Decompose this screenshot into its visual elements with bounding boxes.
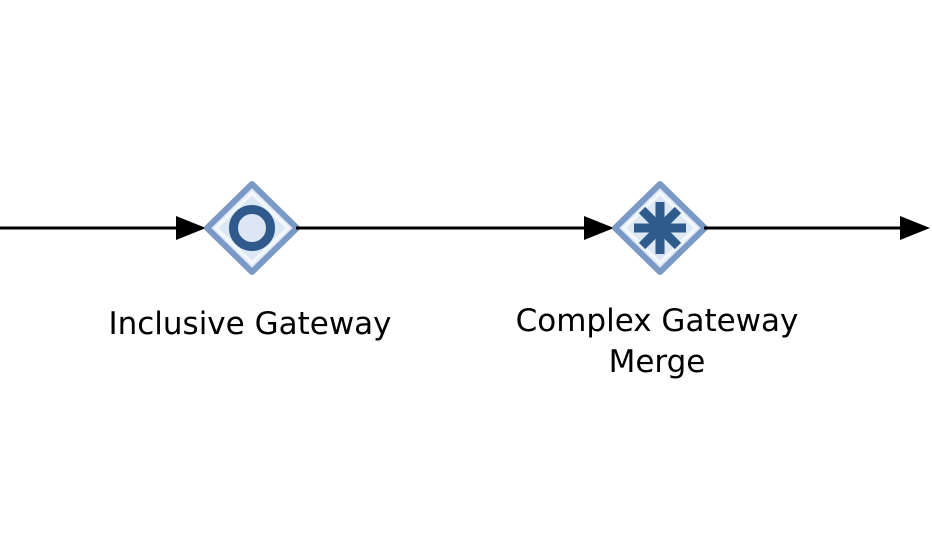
arrowhead-icon: [584, 216, 614, 240]
sequence-flow-outgoing[interactable]: [704, 216, 930, 240]
circle-icon: [229, 205, 275, 251]
complex-gateway-label-line2: Merge: [608, 344, 706, 380]
arrowhead-icon: [176, 216, 206, 240]
arrowhead-icon: [900, 216, 930, 240]
sequence-flow-middle[interactable]: [296, 216, 614, 240]
inclusive-gateway-label: Inclusive Gateway: [108, 306, 392, 342]
complex-gateway-shape[interactable]: [612, 181, 708, 275]
inclusive-gateway-shape[interactable]: [204, 181, 300, 275]
asterisk-icon: [634, 202, 686, 254]
gateway-bevel-highlight: [622, 191, 698, 265]
gateway-bevel-highlight: [214, 191, 290, 265]
gateway-diamond[interactable]: [204, 181, 300, 275]
complex-gateway-label: Complex Gateway Merge: [497, 301, 817, 383]
sequence-flow-incoming[interactable]: [0, 216, 206, 240]
complex-gateway-label-line1: Complex Gateway: [515, 303, 799, 339]
